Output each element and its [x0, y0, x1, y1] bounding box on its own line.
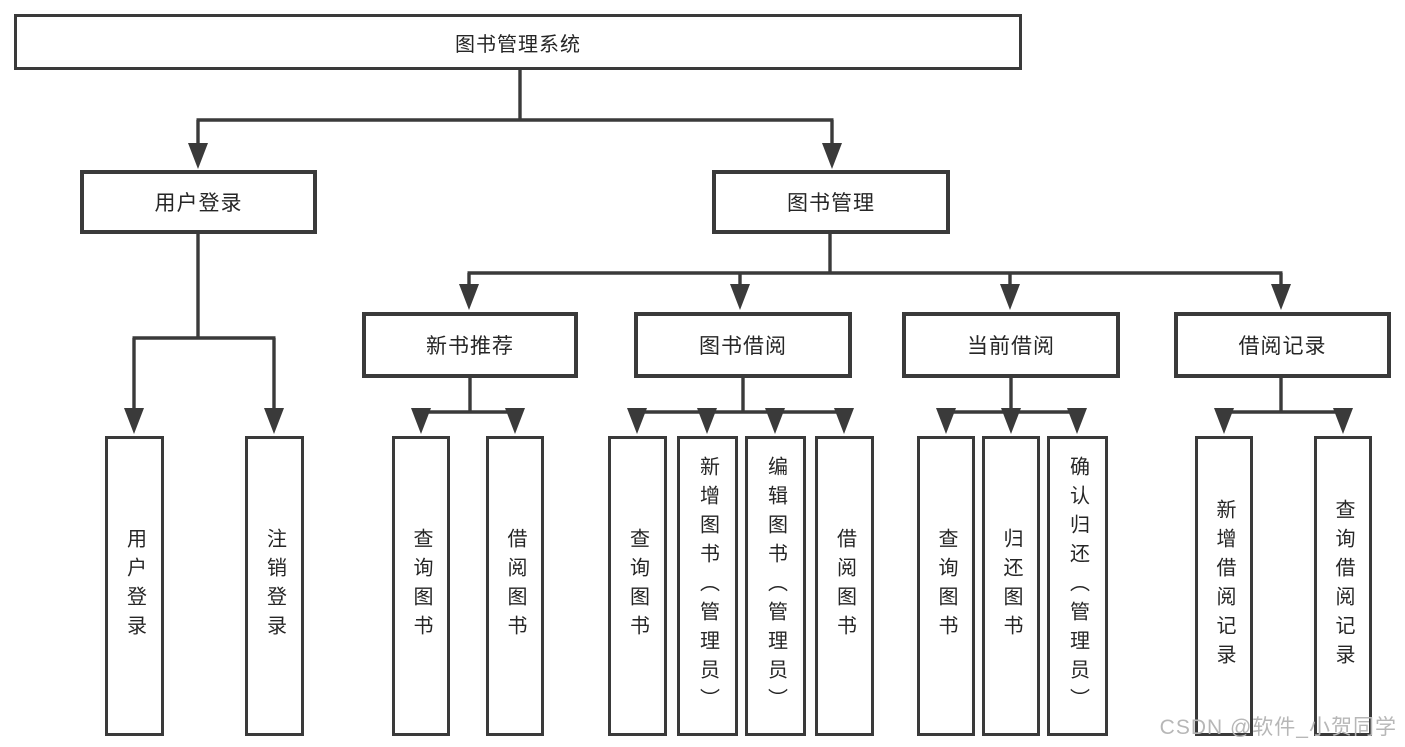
leaf-edit-book-admin: 编辑图书（管理员） — [745, 436, 806, 736]
node-current-borrowing-label: 当前借阅 — [967, 335, 1055, 358]
leaf-query-books-current-label: 查询图书 — [935, 528, 957, 644]
leaf-query-borrow-record-label: 查询借阅记录 — [1332, 499, 1354, 673]
node-user-login: 用户登录 — [80, 170, 317, 234]
node-borrow-records-label: 借阅记录 — [1238, 335, 1327, 358]
node-borrow-records: 借阅记录 — [1174, 312, 1391, 378]
leaf-query-borrow-record: 查询借阅记录 — [1314, 436, 1372, 736]
node-new-book-recommend: 新书推荐 — [362, 312, 578, 378]
leaf-add-book-admin: 新增图书（管理员） — [677, 436, 738, 736]
node-library-system-label: 图书管理系统 — [455, 33, 581, 56]
leaf-borrow-books-borrowing-label: 借阅图书 — [833, 528, 856, 644]
leaf-user-login-label: 用户登录 — [123, 528, 146, 644]
node-book-borrowing-label: 图书借阅 — [699, 335, 787, 358]
leaf-user-login: 用户登录 — [105, 436, 164, 736]
node-library-system: 图书管理系统 — [14, 14, 1022, 70]
node-current-borrowing: 当前借阅 — [902, 312, 1120, 378]
leaf-query-books-recommend: 查询图书 — [392, 436, 450, 736]
leaf-query-books-borrowing: 查询图书 — [608, 436, 667, 736]
node-book-management-label: 图书管理 — [787, 192, 875, 215]
leaf-edit-book-admin-label: 编辑图书（管理员） — [764, 455, 787, 717]
node-new-book-recommend-label: 新书推荐 — [426, 335, 514, 358]
leaf-confirm-return-admin: 确认归还（管理员） — [1047, 436, 1108, 736]
leaf-logout: 注销登录 — [245, 436, 304, 736]
leaf-borrow-books-recommend: 借阅图书 — [486, 436, 544, 736]
leaf-add-borrow-record-label: 新增借阅记录 — [1213, 499, 1235, 673]
leaf-return-book-label: 归还图书 — [1000, 528, 1022, 644]
leaf-query-books-current: 查询图书 — [917, 436, 975, 736]
leaf-borrow-books-recommend-label: 借阅图书 — [504, 528, 526, 644]
leaf-add-borrow-record: 新增借阅记录 — [1195, 436, 1253, 736]
leaf-confirm-return-admin-label: 确认归还（管理员） — [1066, 455, 1089, 717]
node-book-management: 图书管理 — [712, 170, 950, 234]
watermark: CSDN @软件_小贺同学 — [1159, 716, 1397, 739]
leaf-query-books-borrowing-label: 查询图书 — [626, 528, 649, 644]
leaf-borrow-books-borrowing: 借阅图书 — [815, 436, 874, 736]
leaf-logout-label: 注销登录 — [263, 528, 286, 644]
leaf-return-book: 归还图书 — [982, 436, 1040, 736]
node-user-login-label: 用户登录 — [154, 192, 243, 215]
node-book-borrowing: 图书借阅 — [634, 312, 852, 378]
leaf-add-book-admin-label: 新增图书（管理员） — [696, 455, 719, 717]
leaf-query-books-recommend-label: 查询图书 — [410, 528, 432, 644]
